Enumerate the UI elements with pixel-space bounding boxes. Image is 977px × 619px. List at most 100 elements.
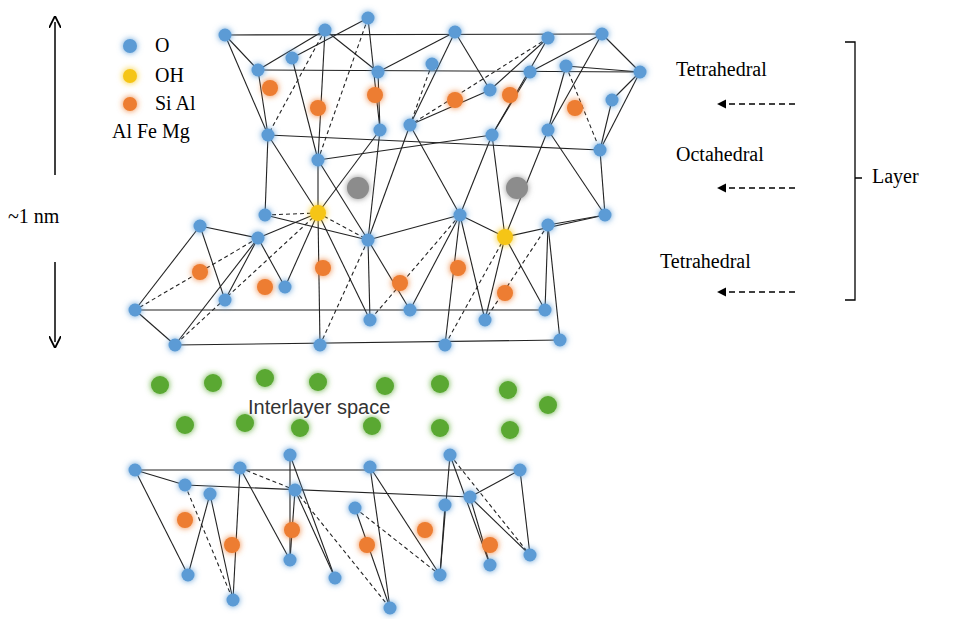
oxygen-atom (554, 334, 567, 347)
oxygen-atom (484, 559, 497, 572)
polyhedron-edge (135, 470, 185, 485)
hidden-edge (445, 237, 505, 345)
oxygen-atom (542, 124, 555, 137)
oxygen-atom (594, 144, 607, 157)
polyhedron-edge (440, 455, 450, 575)
legend-label: Al Fe Mg (112, 120, 190, 142)
hidden-edge (566, 66, 600, 150)
polyhedron-edge (135, 310, 175, 345)
oxygen-atom (596, 28, 609, 41)
polyhedron-edge (258, 30, 325, 70)
oxygen-atom (362, 234, 375, 247)
oxygen-atom (319, 24, 332, 37)
oxygen-atom (484, 84, 497, 97)
silicon-atom (367, 87, 383, 103)
polyhedron-edge (445, 215, 460, 345)
polyhedron-edge (548, 34, 602, 130)
oxygen-atom (542, 32, 555, 45)
polyhedron-edge (490, 38, 548, 90)
polyhedron-edge (370, 467, 390, 608)
oxygen-atom (194, 220, 207, 233)
polyhedron-edge (566, 66, 640, 72)
legend-label: O (155, 34, 169, 56)
polyhedron-edge (258, 70, 640, 72)
polyhedron-edge (548, 215, 605, 225)
polyhedron-edge (505, 215, 605, 237)
oxygen-atom (219, 29, 232, 42)
polyhedron-edge (492, 135, 505, 237)
oxygen-atom (204, 488, 217, 501)
polyhedron-edge (505, 237, 545, 310)
polyhedron-edge (188, 494, 210, 575)
polyhedron-edge (600, 150, 605, 215)
interlayer-cation (204, 374, 222, 392)
pointer-arrow (718, 291, 795, 292)
oxygen-atom (219, 294, 232, 307)
oxygen-atom (252, 232, 265, 245)
polyhedron-edge (548, 130, 605, 215)
hidden-edge (485, 225, 548, 320)
polyhedron-edge (505, 130, 548, 237)
polyhedron-edge (492, 38, 548, 135)
hidden-edge (295, 490, 390, 608)
hidden-edge (370, 215, 460, 320)
silicon-atom (447, 92, 463, 108)
hidden-edge (175, 213, 318, 345)
polyhedron-edge (175, 238, 258, 345)
oxygen-atom (439, 499, 452, 512)
oxygen-atom (329, 572, 342, 585)
polyhedron-edge (485, 237, 505, 320)
silicon-atom (450, 260, 466, 276)
oxygen-atom (599, 209, 612, 222)
polyhedron-edge (455, 32, 490, 90)
oxygen-atom (284, 449, 297, 462)
oxygen-atom (454, 209, 467, 222)
oxygen-atom (384, 602, 397, 615)
sheet-label: Tetrahedral (676, 58, 767, 80)
dimension-label: ~1 nm (8, 205, 59, 227)
polyhedron-edge (225, 35, 268, 135)
oxygen-atom (129, 304, 142, 317)
legend-swatch (123, 97, 137, 111)
polyhedron-edge (268, 135, 318, 213)
oxygen-atom (129, 464, 142, 477)
oxygen-atom (606, 94, 619, 107)
oxygen-atom (259, 209, 272, 222)
silicon-atom (224, 537, 240, 553)
hidden-edge (318, 18, 368, 160)
oxygen-atom (426, 58, 439, 71)
oxygen-atom (262, 129, 275, 142)
polyhedron-edge (135, 469, 520, 470)
polyhedron-edge (318, 213, 320, 345)
oxygen-atom (284, 554, 297, 567)
region-label: Interlayer space (248, 396, 390, 418)
interlayer-cation (431, 419, 449, 437)
oxygen-atom (227, 594, 240, 607)
polyhedron-edge (492, 72, 530, 135)
hidden-edge (450, 455, 530, 555)
scale-arrow (54, 262, 56, 342)
interlayer-cation (431, 375, 449, 393)
polyhedron-edge (368, 215, 460, 240)
oxygen-atom (312, 154, 325, 167)
polyhedron-edge (185, 485, 470, 497)
oxygen-atom (524, 66, 537, 79)
polyhedron-edge (410, 90, 490, 125)
oxygen-atom (524, 549, 537, 562)
polyhedron-edge (258, 70, 268, 135)
interlayer-cation (309, 373, 327, 391)
layer-bracket (845, 42, 862, 300)
oxygen-atom (444, 449, 457, 462)
oxygen-atom (374, 124, 387, 137)
polyhedron-edge (460, 135, 492, 215)
interlayer-cation (376, 377, 394, 395)
polyhedron-edge (368, 240, 410, 310)
pointer-arrow (718, 103, 795, 104)
silicon-atom (262, 80, 278, 96)
polyhedron-edge (135, 226, 200, 310)
polyhedron-edge (600, 100, 612, 150)
hidden-edge (410, 64, 432, 125)
oxygen-atom (289, 484, 302, 497)
silicon-atom (315, 260, 331, 276)
